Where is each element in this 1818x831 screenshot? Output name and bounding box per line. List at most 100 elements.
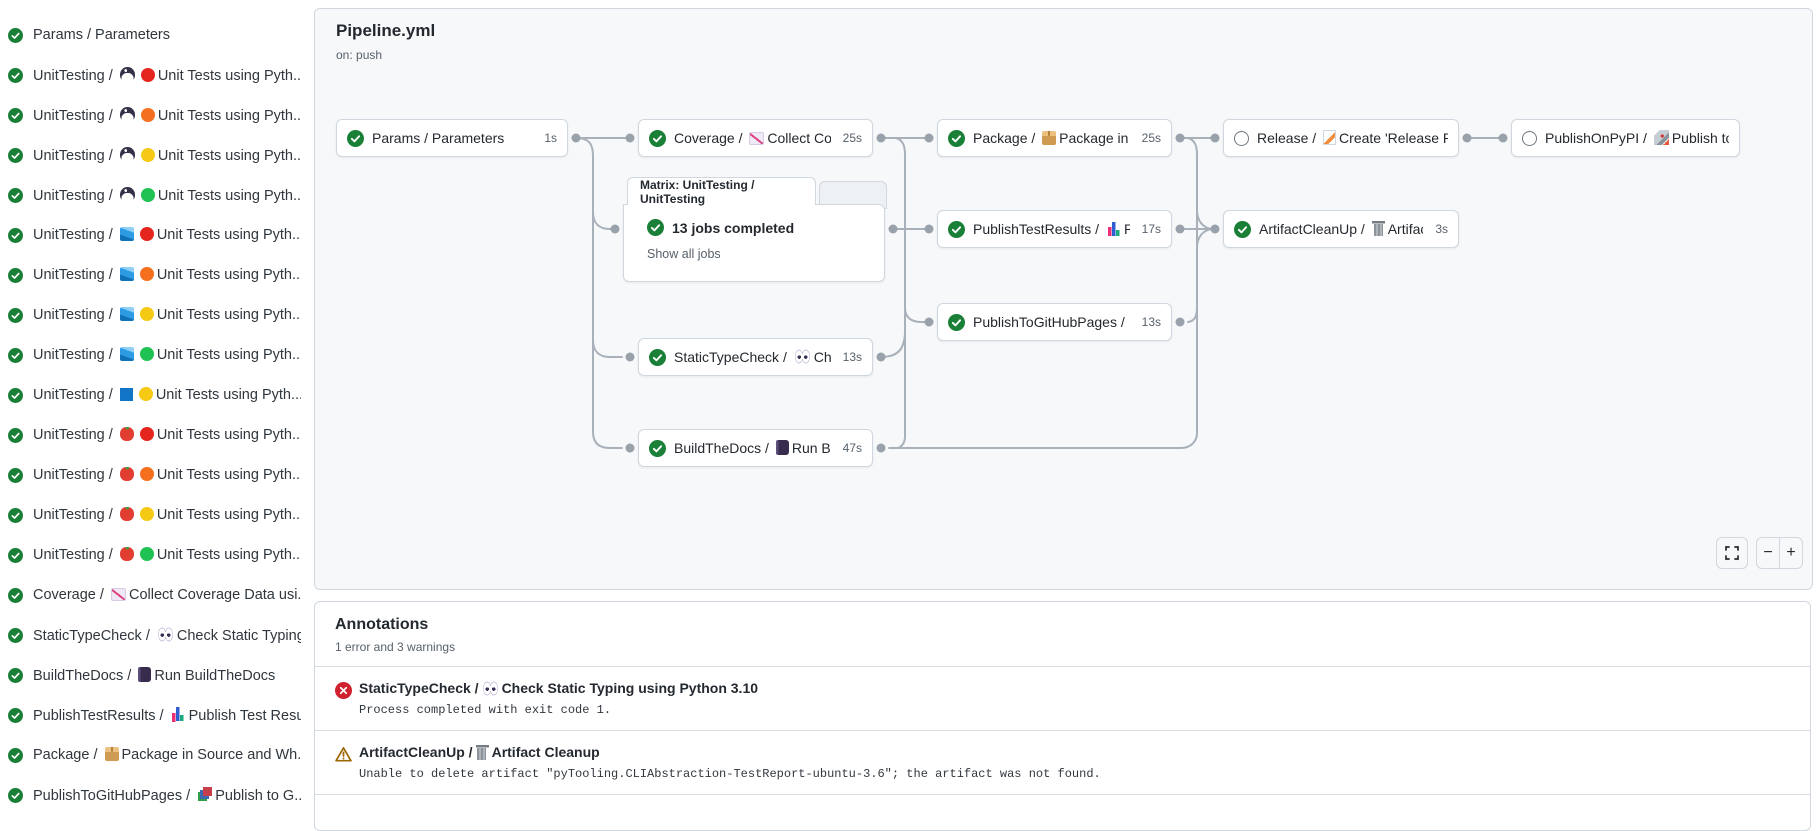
annotation-title[interactable]: StaticTypeCheck / Check Static Typing us… (359, 680, 759, 696)
dot-red-icon (140, 67, 155, 82)
job-node-coverage[interactable]: Coverage / Collect Cove... 25s (638, 119, 873, 157)
workflow-graph-panel (314, 8, 1813, 590)
zoom-out-button[interactable]: − (1757, 538, 1780, 568)
dot-orange-icon (140, 107, 155, 122)
error-icon (335, 682, 352, 699)
sidebar-job-item[interactable]: StaticTypeCheck / Check Static Typing... (8, 615, 304, 655)
job-label: UnitTesting / Unit Tests using Pyth... (33, 427, 301, 443)
node-label: PublishToGitHubPages / ... (973, 314, 1130, 330)
apple-icon (119, 467, 134, 481)
job-node-publish-on-pypi[interactable]: PublishOnPyPI / Publish to ... (1511, 119, 1740, 157)
job-label: StaticTypeCheck / Check Static Typing... (33, 626, 301, 644)
job-label: UnitTesting / Unit Tests using Pyth... (33, 387, 301, 403)
node-duration: 25s (842, 131, 862, 145)
sidebar-job-item[interactable]: Coverage / Collect Coverage Data usi... (8, 575, 304, 615)
eyes-icon (793, 349, 811, 364)
success-check-icon (8, 547, 23, 563)
sidebar-job-item[interactable]: Package / Package in Source and Wh... (8, 735, 304, 775)
annotation-message: Process completed with exit code 1. (359, 703, 612, 717)
dot-red-icon (139, 227, 154, 241)
matrix-box[interactable]: 13 jobs completed Show all jobs (623, 204, 885, 282)
sidebar-job-item[interactable]: UnitTesting / Unit Tests using Pyth... (8, 135, 304, 175)
sidebar-job-item[interactable]: UnitTesting / Unit Tests using Pyth... (8, 175, 304, 215)
success-check-icon (8, 427, 23, 443)
node-label: Params / Parameters (372, 130, 505, 146)
sidebar-job-item[interactable]: UnitTesting / Unit Tests using Pyth... (8, 295, 304, 335)
zoom-in-button[interactable]: + (1786, 544, 1796, 561)
chart-increasing-icon (110, 588, 126, 601)
job-node-release[interactable]: Release / Create 'Release P... (1223, 119, 1459, 157)
apple-icon (119, 507, 134, 521)
trash-icon (475, 744, 489, 760)
package-icon (1042, 131, 1057, 145)
matrix-tab[interactable]: Matrix: UnitTesting / UnitTesting (627, 177, 816, 206)
sidebar-job-item[interactable]: UnitTesting / Unit Tests using Pyth... (8, 415, 304, 455)
success-check-icon (8, 187, 23, 203)
sidebar-job-item[interactable]: UnitTesting / Unit Tests using Pyth... (8, 455, 304, 495)
sidebar-job-item[interactable]: UnitTesting / Unit Tests using Pyth... (8, 215, 304, 255)
annotation-item-error: StaticTypeCheck / Check Static Typing us… (315, 667, 1810, 731)
sidebar-job-item[interactable]: UnitTesting / Unit Tests using Pyth... (8, 495, 304, 535)
job-node-build-the-docs[interactable]: BuildTheDocs / Run Buil...47s (638, 429, 873, 467)
node-label: Coverage / Collect Cove... (674, 130, 831, 146)
success-check-icon (649, 439, 666, 457)
success-check-icon (948, 129, 965, 147)
dot-yellow-icon (139, 507, 154, 521)
job-node-publish-test-results[interactable]: PublishTestResults / Pu... 17s (937, 210, 1172, 248)
job-label: UnitTesting / Unit Tests using Pyth... (33, 547, 301, 563)
sidebar-job-item[interactable]: UnitTesting / Unit Tests using Pyth... (8, 55, 304, 95)
success-check-icon (948, 220, 965, 238)
annotation-severity (335, 746, 352, 768)
job-label: UnitTesting / Unit Tests using Pyth... (33, 267, 301, 283)
sidebar-job-item[interactable]: BuildTheDocs / Run BuildTheDocs (8, 655, 304, 695)
sidebar-job-item[interactable]: UnitTesting / Unit Tests using Pyth... (8, 255, 304, 295)
job-label: UnitTesting / Unit Tests using Pyth... (33, 66, 301, 84)
sidebar-job-item[interactable]: UnitTesting / Unit Tests using Pyth... (8, 335, 304, 375)
job-label: UnitTesting / Unit Tests using Pyth... (33, 227, 301, 243)
warning-icon (335, 747, 352, 762)
node-label: PublishTestResults / Pu... (973, 221, 1130, 237)
node-label: ArtifactCleanUp / Artifac... (1259, 221, 1423, 237)
penguin-icon (119, 66, 135, 82)
pages-icon (197, 786, 213, 802)
job-node-package[interactable]: Package / Package in So...25s (937, 119, 1172, 157)
success-check-icon (8, 147, 23, 163)
job-node-static-type-check[interactable]: StaticTypeCheck / Chec...13s (638, 338, 873, 376)
success-check-icon (8, 347, 23, 363)
success-check-icon (649, 348, 666, 366)
bar-chart-icon (1105, 221, 1121, 236)
sidebar-job-item[interactable]: UnitTesting / Unit Tests using Pyth... (8, 535, 304, 575)
penguin-icon (119, 186, 135, 202)
skipped-icon (1522, 130, 1537, 146)
success-check-icon (8, 627, 23, 643)
sidebar-job-item[interactable]: UnitTesting / Unit Tests using Pyth... (8, 375, 304, 415)
node-duration: 17s (1141, 222, 1161, 236)
sidebar-job-item[interactable]: Params / Parameters (8, 15, 304, 55)
fullscreen-button[interactable] (1716, 537, 1748, 569)
node-duration: 1s (544, 131, 557, 145)
job-node-artifact-cleanup[interactable]: ArtifactCleanUp / Artifac...3s (1223, 210, 1459, 248)
success-check-icon (8, 67, 23, 83)
job-label: UnitTesting / Unit Tests using Pyth... (33, 186, 301, 204)
job-label: Coverage / Collect Coverage Data usi... (33, 587, 301, 603)
cube-icon (119, 307, 134, 321)
dot-orange-icon (139, 467, 154, 481)
success-check-icon (347, 129, 364, 147)
dot-yellow-icon (139, 307, 154, 321)
job-label: UnitTesting / Unit Tests using Pyth... (33, 307, 301, 323)
sidebar-job-item[interactable]: UnitTesting / Unit Tests using Pyth... (8, 95, 304, 135)
job-label: PublishToGitHubPages / Publish to G... (33, 786, 301, 804)
sidebar-job-item[interactable]: PublishToGitHubPages / Publish to G... (8, 775, 304, 815)
cube-icon (119, 267, 134, 281)
job-label: UnitTesting / Unit Tests using Pyth... (33, 146, 301, 164)
show-all-jobs-link[interactable]: Show all jobs (647, 247, 721, 261)
job-node-params[interactable]: Params / Parameters 1s (336, 119, 568, 157)
sidebar-job-item[interactable]: PublishTestResults / Publish Test Resu..… (8, 695, 304, 735)
penguin-icon (119, 146, 135, 162)
node-duration: 47s (842, 441, 862, 455)
annotation-title[interactable]: ArtifactCleanUp / Artifact Cleanup (359, 744, 600, 760)
bar-chart-icon (170, 706, 186, 722)
job-node-publish-to-github-pages[interactable]: PublishToGitHubPages / ...13s (937, 303, 1172, 341)
